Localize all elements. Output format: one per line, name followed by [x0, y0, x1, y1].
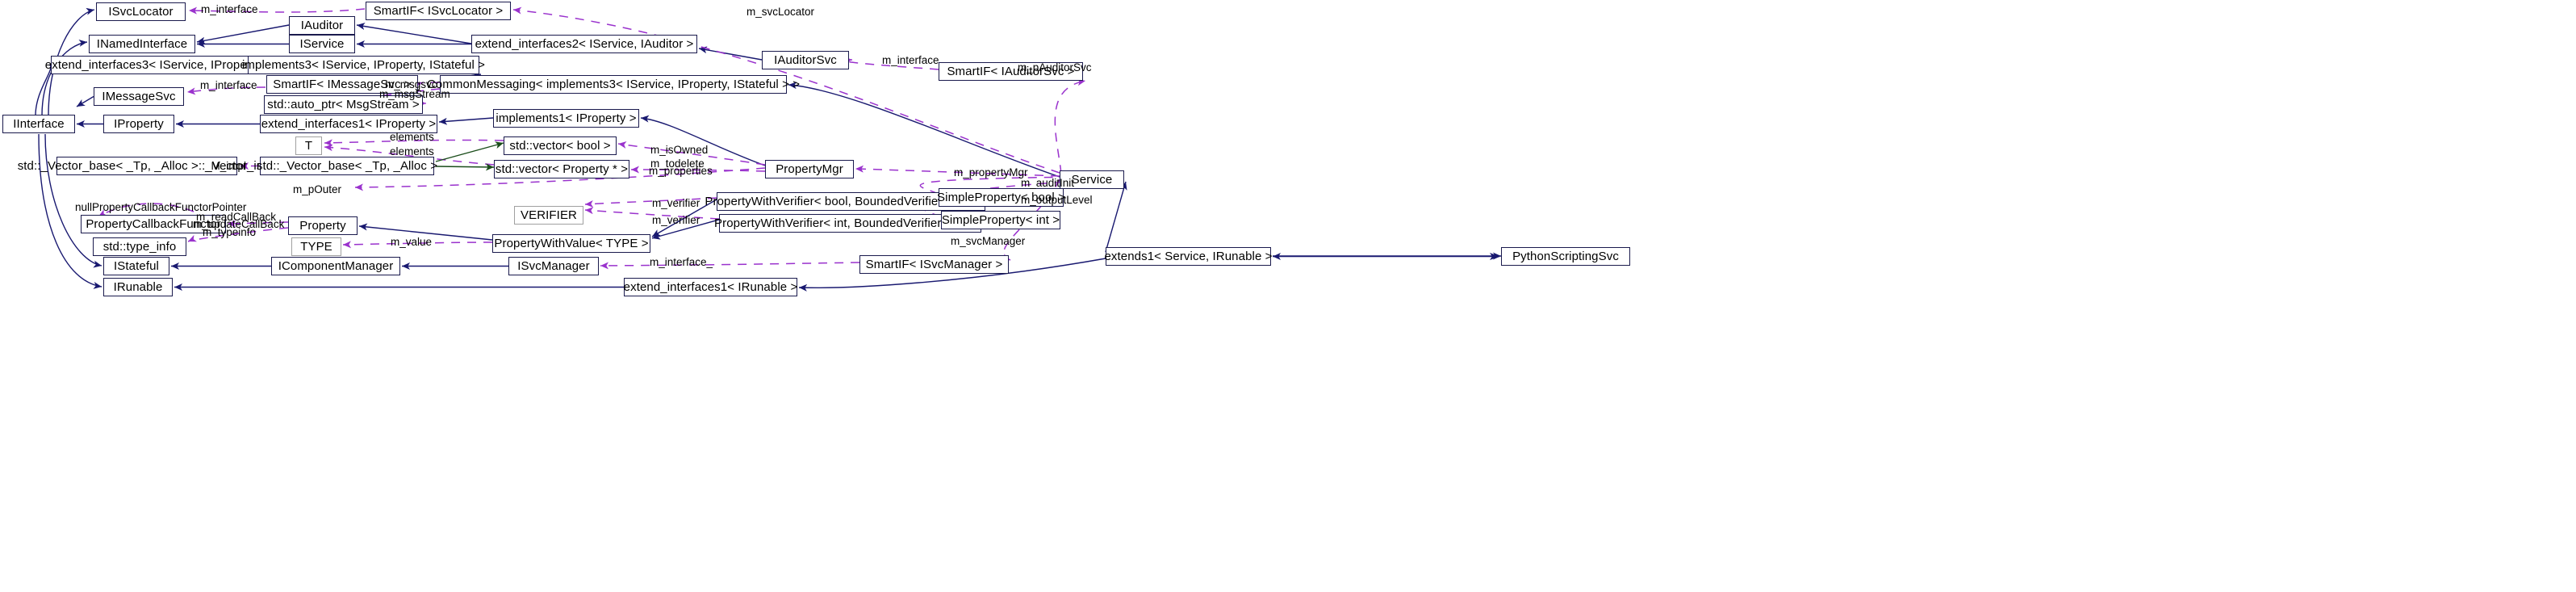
class-node-PropertyMgr[interactable]: PropertyMgr — [765, 160, 854, 178]
class-node-Property[interactable]: Property — [288, 216, 358, 235]
class-node-IRunable[interactable]: IRunable — [103, 278, 173, 296]
edge-label-m_interface_msg: m_interface — [200, 79, 257, 91]
class-node-SmartIF_IMessageSvc[interactable]: SmartIF< IMessageSvc > — [266, 75, 418, 94]
edge-label-m_typeinfo: m_typeinfo — [203, 226, 257, 238]
edge-label-m_svcManager: m_svcManager — [951, 235, 1026, 247]
edge-label-m_msgStream: m_msgStream — [379, 88, 450, 100]
class-node-IService[interactable]: IService — [289, 35, 355, 53]
class-node-IAuditorSvc[interactable]: IAuditorSvc — [762, 51, 849, 69]
edge-label-m_isOwned: m_isOwned — [650, 144, 709, 156]
edge-label-m_interface_svcmgr: m_interface_ — [650, 256, 713, 268]
class-node-vector_Property[interactable]: std::vector< Property * > — [494, 160, 629, 178]
class-node-INamedInterface[interactable]: INamedInterface — [89, 35, 195, 53]
class-node-CommonMessaging[interactable]: CommonMessaging< implements3< IService, … — [427, 75, 800, 94]
class-node-SmartIF_ISvcLocator[interactable]: SmartIF< ISvcLocator > — [366, 2, 511, 20]
class-node-SimpleProperty_bool[interactable]: SimpleProperty< bool > — [937, 188, 1065, 207]
class-node-auto_ptr_MsgStream[interactable]: std::auto_ptr< MsgStream > — [264, 95, 423, 114]
class-node-extend_interfaces2[interactable]: extend_interfaces2< IService, IAuditor > — [471, 35, 697, 53]
class-node-IAuditor[interactable]: IAuditor — [289, 16, 355, 35]
edge-label-elements_2: elements — [390, 145, 434, 157]
class-node-extend_interfaces1_IRunable[interactable]: extend_interfaces1< IRunable > — [624, 278, 797, 296]
class-node-VERIFIER[interactable]: VERIFIER — [514, 206, 583, 225]
class-node-PWV_bool[interactable]: PropertyWithVerifier< bool, BoundedVerif… — [705, 192, 997, 211]
edge-label-_M_impl: _M_impl — [205, 160, 247, 172]
edge-label-m_msgsvc: m_msgsvc — [385, 78, 437, 90]
edge-label-m_interface_svcloc: m_interface — [201, 3, 258, 15]
class-node-IInterface[interactable]: IInterface — [2, 115, 75, 133]
class-node-SmartIF_ISvcManager[interactable]: SmartIF< ISvcManager > — [859, 255, 1009, 274]
class-node-PythonScriptingSvc[interactable]: PythonScriptingSvc — [1501, 247, 1630, 266]
edge-label-m_pAuditorSvc: m_pAuditorSvc — [1018, 61, 1092, 73]
class-node-Vector_impl[interactable]: std::_Vector_base< _Tp, _Alloc >::_Vecto… — [18, 157, 276, 175]
edge-label-m_auditInit: m_auditInit — [1021, 177, 1075, 189]
edge-label-m_value: m_value — [391, 236, 433, 248]
class-node-IProperty[interactable]: IProperty — [103, 115, 174, 133]
class-node-extends1[interactable]: extends1< Service, IRunable > — [1104, 247, 1272, 266]
edge-label-m_svcLocator: m_svcLocator — [746, 6, 815, 18]
edge-label-m_readCallBack: m_readCallBack — [196, 211, 277, 223]
edge-label-m_todelete: m_todelete — [650, 157, 705, 170]
class-node-IComponentManager[interactable]: IComponentManager — [271, 257, 400, 275]
edge-label-m_pOuter: m_pOuter — [293, 183, 342, 195]
class-node-SmartIF_IAuditorSvc[interactable]: SmartIF< IAuditorSvc > — [939, 62, 1083, 81]
class-node-Service[interactable]: Service — [1060, 170, 1124, 189]
class-node-type_info[interactable]: std::type_info — [93, 237, 186, 256]
edge-label-m_propertyMgr: m_propertyMgr — [954, 166, 1028, 178]
class-node-ISvcLocator[interactable]: ISvcLocator — [96, 2, 186, 21]
edge-label-nullPropertyCallbackFunctorPointer: nullPropertyCallbackFunctorPointer — [75, 201, 247, 213]
class-node-implements3[interactable]: implements3< IService, IProperty, IState… — [242, 56, 485, 74]
edge-label-m_interface_auditor: m_interface — [882, 54, 939, 66]
class-node-TYPE[interactable]: TYPE — [291, 237, 341, 256]
class-node-extend_interfaces1[interactable]: extend_interfaces1< IProperty > — [260, 115, 437, 133]
class-node-T[interactable]: T — [295, 136, 322, 155]
class-node-PWV_int[interactable]: PropertyWithVerifier< int, BoundedVerifi… — [714, 214, 986, 233]
class-node-Vector_base[interactable]: std::_Vector_base< _Tp, _Alloc > — [257, 157, 437, 175]
class-node-implements1[interactable]: implements1< IProperty > — [493, 109, 639, 128]
class-node-IMessageSvc[interactable]: IMessageSvc — [94, 87, 184, 106]
edge-label-m_updateCallBack: m_updateCallBack — [193, 218, 285, 230]
class-node-SimpleProperty_int[interactable]: SimpleProperty< int > — [941, 211, 1060, 229]
edge-label-m_outputLevel: m_outputLevel — [1021, 194, 1093, 206]
edge-label-m_verifier_1: m_verifier — [652, 197, 700, 209]
class-node-IStateful[interactable]: IStateful — [103, 257, 169, 275]
class-node-ISvcManager[interactable]: ISvcManager — [508, 257, 599, 275]
class-node-PropertyCallbackFunctor[interactable]: PropertyCallbackFunctor — [81, 215, 226, 233]
edge-label-m_properties: m_properties — [649, 165, 713, 177]
class-node-PropertyWithValue[interactable]: PropertyWithValue< TYPE > — [492, 234, 650, 253]
edge-label-m_verifier_2: m_verifier — [652, 214, 700, 226]
class-node-vector_bool[interactable]: std::vector< bool > — [504, 136, 617, 155]
edge-label-elements_1: elements — [390, 131, 434, 143]
